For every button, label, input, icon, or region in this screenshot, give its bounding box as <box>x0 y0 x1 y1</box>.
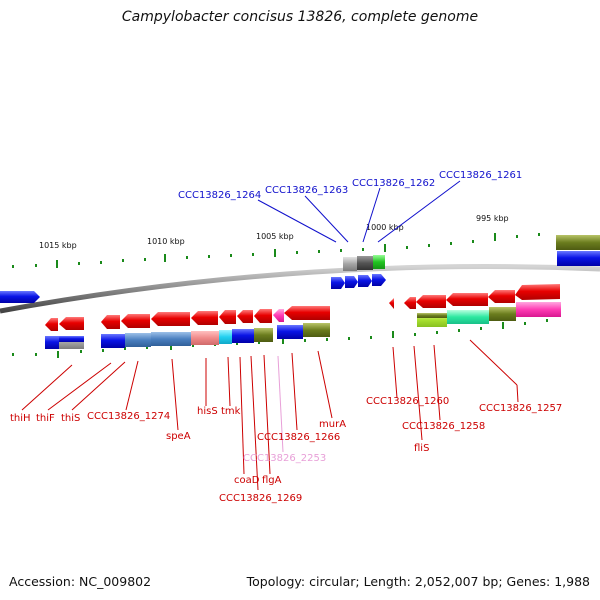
cog-box <box>191 331 219 345</box>
gene-arrow[interactable] <box>237 310 253 323</box>
gene-label[interactable]: tmk <box>221 406 241 417</box>
cog-box <box>59 336 84 342</box>
gene-label[interactable]: thiF <box>36 413 55 424</box>
cog-box <box>417 313 447 318</box>
gene-label[interactable]: CCC13826_1274 <box>87 411 170 422</box>
lower-leader-lines <box>21 339 519 491</box>
gene-arrow[interactable] <box>358 275 372 287</box>
gene-label[interactable]: flgA <box>262 475 282 486</box>
gene-arrow[interactable] <box>557 251 600 266</box>
cog-box <box>45 336 59 349</box>
gene-arrow[interactable] <box>331 277 345 289</box>
reverse-genes <box>45 284 560 331</box>
gene-arrow[interactable] <box>0 291 40 303</box>
gene-label[interactable]: murA <box>319 419 346 430</box>
cog-box <box>125 333 151 347</box>
gene-label[interactable]: coaD <box>234 475 260 486</box>
gene-label[interactable]: CCC13826_1260 <box>366 396 449 407</box>
genome-backbone <box>0 264 600 314</box>
gene-arrow[interactable] <box>284 306 330 320</box>
gene-label[interactable]: CCC13826_1261 <box>439 170 522 181</box>
gene-label[interactable]: thiH <box>10 413 31 424</box>
topology-text: Topology: circular; Length: 2,052,007 bp… <box>246 574 590 589</box>
gene-arrow[interactable] <box>416 295 446 308</box>
gene-label[interactable]: speA <box>166 431 191 442</box>
gene-arrow[interactable] <box>515 284 560 300</box>
cog-box <box>254 328 273 342</box>
pink-leader-line <box>277 355 284 453</box>
gene-label[interactable]: CCC13826_1266 <box>257 432 340 443</box>
gene-arrow[interactable] <box>101 315 120 329</box>
scale-label-1005: 1005 kbp <box>256 232 294 241</box>
upper-leader-lines <box>257 180 461 243</box>
gene-arrow[interactable] <box>254 309 272 323</box>
gene-label[interactable]: CCC13826_1262 <box>352 178 435 189</box>
reverse-cog-track <box>45 302 561 349</box>
scale-label-1015: 1015 kbp <box>39 241 77 250</box>
gene-label[interactable]: CCC13826_1269 <box>219 493 302 504</box>
cog-box <box>303 323 330 337</box>
gene-label[interactable]: CCC13826_1257 <box>479 403 562 414</box>
cog-box <box>343 257 357 271</box>
scale-label-1000: 1000 kbp <box>366 223 404 232</box>
scale-ticks <box>12 233 548 358</box>
cog-box <box>556 235 600 250</box>
cog-box <box>373 255 385 269</box>
gene-arrow[interactable] <box>389 298 394 309</box>
cog-box <box>447 310 489 324</box>
scale-label-1010: 1010 kbp <box>147 237 185 246</box>
gene-arrow[interactable] <box>446 293 488 306</box>
gene-label[interactable]: hisS <box>197 406 218 417</box>
gene-arrow[interactable] <box>59 317 84 330</box>
forward-genes <box>0 251 600 303</box>
cog-box <box>101 334 125 348</box>
cog-box <box>219 330 232 344</box>
cog-box <box>489 307 516 321</box>
gene-arrow[interactable] <box>404 297 416 309</box>
gene-label[interactable]: CCC13826_1263 <box>265 185 348 196</box>
gene-label[interactable]: fliS <box>414 443 429 454</box>
cog-box <box>357 256 373 270</box>
gene-arrow[interactable] <box>345 276 358 288</box>
gene-arrow[interactable] <box>191 311 218 325</box>
gene-arrow[interactable] <box>45 318 58 331</box>
gene-label[interactable]: CCC13826_2253 <box>243 453 326 464</box>
gene-arrow[interactable] <box>151 312 190 326</box>
gene-arrow[interactable] <box>372 274 386 286</box>
gene-label[interactable]: thiS <box>61 413 80 424</box>
accession-text: Accession: NC_009802 <box>9 574 152 589</box>
gene-arrow[interactable] <box>273 309 284 322</box>
gene-arrow[interactable] <box>488 290 515 303</box>
scale-label-995: 995 kbp <box>476 214 509 223</box>
cog-box <box>277 325 303 339</box>
gene-label[interactable]: CCC13826_1264 <box>178 190 261 201</box>
cog-box <box>232 329 254 343</box>
gene-arrow[interactable] <box>219 310 236 324</box>
map-title: Campylobacter concisus 13826, complete g… <box>121 9 479 25</box>
cog-box <box>516 302 561 317</box>
gene-arrow[interactable] <box>121 314 150 328</box>
gene-label[interactable]: CCC13826_1258 <box>402 421 485 432</box>
cog-box <box>151 332 191 346</box>
